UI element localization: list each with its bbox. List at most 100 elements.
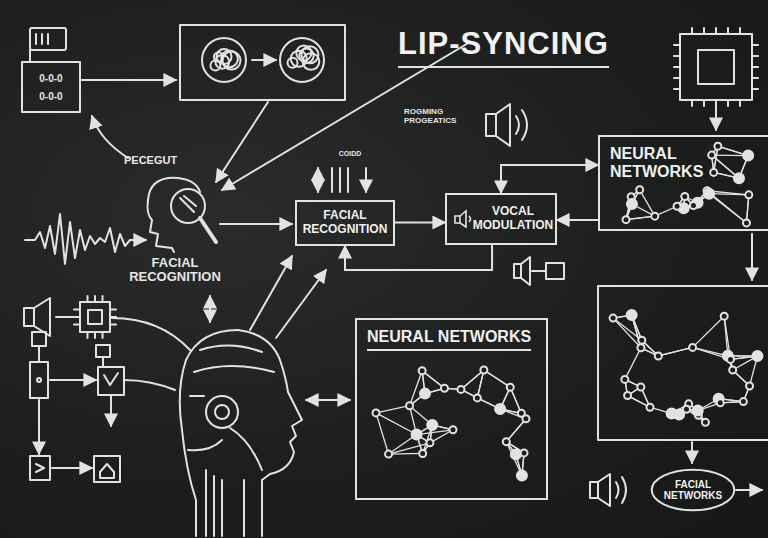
arrow	[250, 256, 292, 330]
network-drawing	[426, 439, 433, 446]
speaker-icon	[516, 116, 519, 134]
network-drawing	[638, 337, 645, 344]
waveform	[25, 214, 136, 264]
network-drawing	[627, 199, 637, 209]
network-drawing	[376, 406, 410, 413]
network-drawing	[646, 404, 653, 411]
chip-icon	[674, 77, 680, 79]
arrow	[736, 489, 762, 491]
network-drawing	[708, 152, 715, 159]
network-drawing	[658, 347, 692, 356]
speaker-icon	[522, 110, 527, 140]
chip-icon	[703, 100, 705, 106]
arrow	[751, 234, 753, 280]
chip-icon	[703, 28, 705, 34]
terminal-oval: FACIAL NETWORKS	[650, 468, 736, 512]
note-label: PECEGUT	[124, 154, 196, 166]
flowchart	[100, 464, 114, 478]
network-drawing	[507, 384, 514, 391]
flowchart	[50, 379, 96, 381]
network-panel	[598, 286, 768, 440]
chip-icon	[752, 88, 758, 90]
speaker-icon	[24, 298, 76, 336]
speaker-icon	[496, 104, 510, 146]
network-drawing	[729, 366, 736, 373]
chip-icon	[74, 324, 80, 326]
diagram-title: LIP-SYNCING	[398, 26, 609, 68]
chip-icon	[739, 28, 741, 34]
flowchart	[30, 456, 50, 480]
chip-icon	[87, 332, 89, 338]
arrow-symbols	[347, 168, 349, 192]
network-drawing	[449, 426, 456, 433]
illustration	[22, 25, 768, 536]
speaker-icon	[486, 114, 496, 136]
device-icon	[35, 34, 37, 44]
flowchart	[38, 346, 40, 362]
molecule-box	[291, 51, 307, 67]
robot-head	[188, 396, 222, 450]
network-drawing	[693, 316, 725, 347]
network-drawing	[637, 344, 644, 351]
process-box: FACIAL RECOGNITION	[295, 200, 395, 246]
molecule-box	[180, 25, 345, 100]
chip-icon	[752, 66, 758, 68]
network-drawing	[474, 394, 481, 401]
speaker-icon	[622, 477, 626, 503]
robot-head	[200, 345, 262, 352]
arrow	[306, 399, 350, 401]
network-drawing	[621, 376, 628, 383]
molecule-box	[221, 50, 238, 67]
chip-icon	[102, 296, 104, 302]
network-drawing	[410, 371, 423, 406]
flowchart	[94, 456, 120, 482]
chip-icon	[727, 28, 729, 34]
arrow	[136, 239, 146, 241]
chip-icon	[691, 100, 693, 106]
speaker-icon	[521, 257, 530, 285]
robot-head	[194, 366, 274, 372]
robot-head	[230, 428, 262, 470]
speaker-icon	[514, 257, 564, 285]
network-drawing	[419, 450, 426, 457]
chip-icon	[727, 100, 729, 106]
robot-head	[180, 330, 302, 536]
network-drawing	[457, 386, 464, 393]
node-text: NEURAL NETWORKS	[367, 328, 531, 351]
molecule-box	[252, 59, 276, 61]
note-label: COIDD	[330, 150, 370, 158]
network-drawing	[412, 430, 422, 440]
molecule-box	[202, 38, 246, 82]
device-icon	[47, 34, 49, 44]
chip-icon	[94, 332, 96, 338]
network-drawing	[740, 398, 747, 405]
network-drawing	[752, 351, 762, 361]
note-label: ROGMING PROGEATICS	[404, 108, 482, 126]
network-drawing	[484, 370, 510, 387]
network-drawing	[372, 409, 379, 416]
robot-head	[215, 405, 229, 419]
arrow-symbols	[339, 168, 341, 192]
magnifier-head	[180, 196, 196, 212]
connector-arrow	[345, 245, 492, 270]
flowchart	[110, 396, 112, 426]
network-drawing	[419, 367, 426, 374]
chip-icon	[674, 88, 680, 90]
chip-icon	[74, 316, 80, 318]
network-drawing	[625, 348, 641, 380]
chip-icon	[74, 296, 116, 338]
network-drawing	[495, 404, 505, 414]
arrow	[220, 223, 292, 225]
network-drawing	[681, 193, 688, 200]
wire	[112, 318, 190, 350]
speaker-icon	[590, 474, 626, 506]
flowchart	[104, 373, 118, 385]
network-drawing	[655, 352, 662, 359]
molecule-box	[280, 38, 324, 82]
molecule-box	[180, 25, 345, 100]
network-drawing	[710, 169, 717, 176]
speaker-icon	[546, 263, 564, 279]
network-drawing	[640, 190, 655, 216]
network-drawing	[721, 313, 728, 320]
network-drawing	[461, 370, 484, 389]
